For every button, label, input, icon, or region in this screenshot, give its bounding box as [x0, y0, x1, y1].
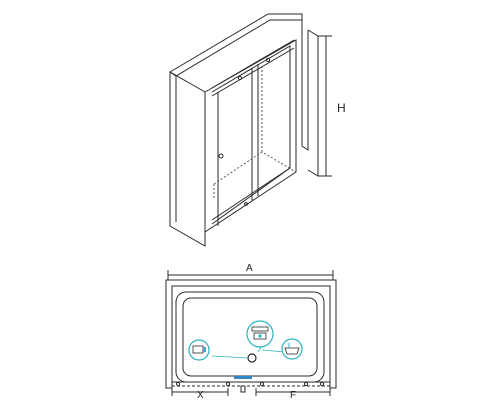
isometric-view: [169, 13, 319, 247]
soap-dish-icon: [188, 339, 210, 361]
width-dimension: [167, 270, 334, 280]
right-wall: [301, 14, 309, 151]
f-label: F: [290, 390, 296, 400]
drain-icon: [247, 353, 257, 363]
x-label: X: [197, 390, 204, 400]
height-dimension: [318, 35, 332, 177]
tray-outline: [213, 151, 297, 185]
door-handle: [218, 153, 224, 159]
f-dimension: [255, 388, 331, 396]
bottom-guide: [211, 167, 291, 221]
shower-mixer-icon: [246, 320, 274, 348]
left-wall: [169, 71, 206, 247]
slider-indicator: [234, 376, 252, 379]
width-label: A: [246, 263, 253, 274]
bathtub-icon: [281, 338, 303, 360]
door-track: [172, 381, 330, 387]
center-stop: [240, 385, 246, 393]
height-label: H: [337, 101, 346, 115]
left-wall-plan: [165, 279, 337, 389]
x-dimension: [171, 388, 229, 396]
back-wall-top: [169, 13, 303, 77]
top-rail: [211, 39, 295, 89]
plan-walls: [165, 279, 337, 389]
